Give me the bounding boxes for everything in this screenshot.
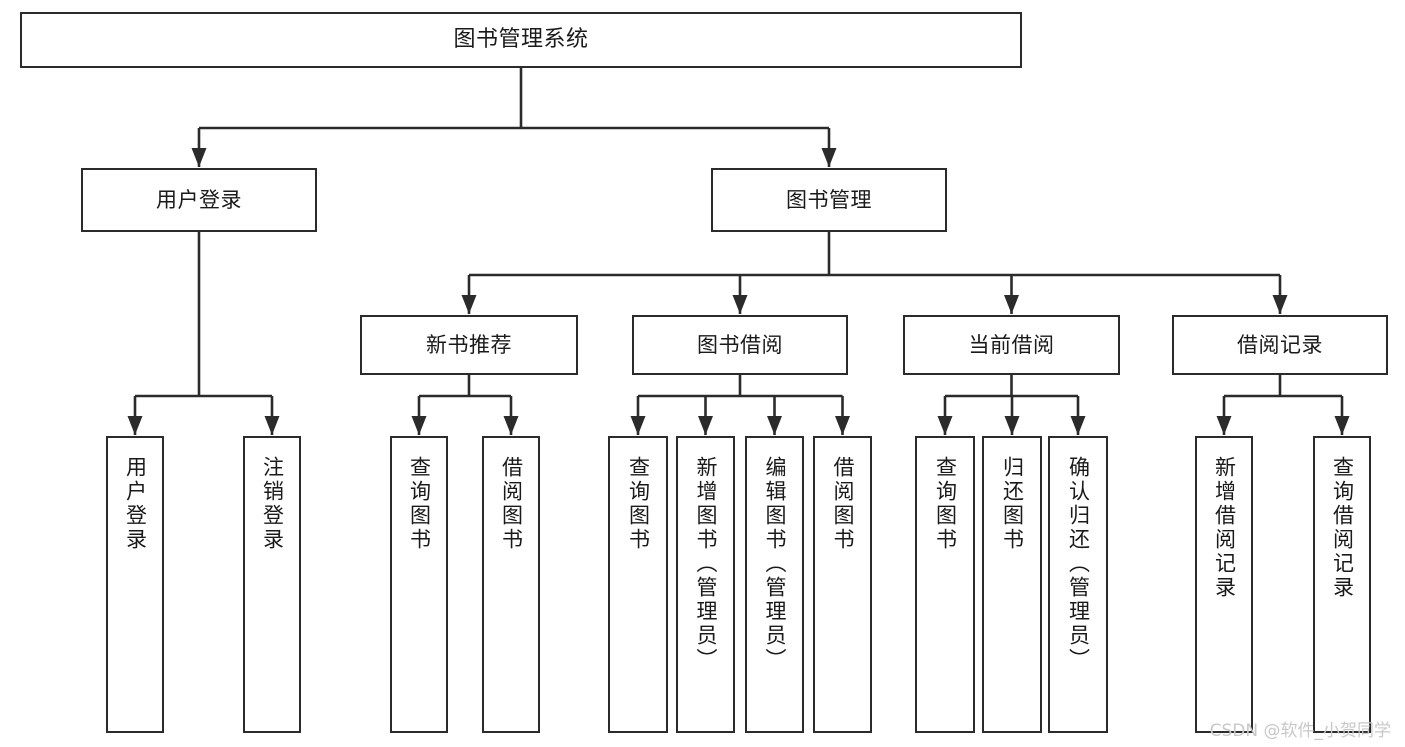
arrowhead	[937, 416, 953, 435]
watermark: CSDN @软件_小贺同学	[1209, 721, 1391, 741]
node-label: 新增图书（管理员）	[694, 456, 718, 672]
node-l3-e2[interactable]: 查询借阅记录	[1313, 436, 1371, 733]
node-label: 图书借阅	[697, 332, 783, 357]
node-l3-a1[interactable]: 用户登录	[106, 436, 164, 733]
arrowhead	[767, 416, 782, 435]
arrowhead	[835, 416, 850, 435]
node-l3-d1[interactable]: 查询图书	[915, 436, 975, 733]
node-l2-current[interactable]: 当前借阅	[903, 315, 1120, 375]
node-root[interactable]: 图书管理系统	[20, 12, 1022, 68]
arrowhead	[127, 416, 143, 435]
arrowhead	[461, 295, 477, 314]
node-label: 借阅图书	[499, 456, 524, 552]
arrowhead	[630, 416, 646, 435]
node-l3-c1[interactable]: 查询图书	[608, 436, 668, 733]
node-l3-b1[interactable]: 查询图书	[390, 436, 448, 733]
node-label: 新增借阅记录	[1212, 456, 1237, 600]
arrowhead	[1272, 295, 1288, 314]
node-l3-c4[interactable]: 借阅图书	[813, 436, 872, 733]
node-label: 查询图书	[933, 456, 958, 552]
node-label: 借阅图书	[831, 456, 855, 552]
arrowhead	[503, 416, 519, 435]
node-l3-c3[interactable]: 编辑图书（管理员）	[745, 436, 804, 733]
node-l3-c2[interactable]: 新增图书（管理员）	[676, 436, 735, 733]
arrowhead	[698, 416, 713, 435]
node-label: 借阅记录	[1237, 332, 1323, 357]
node-l3-d2[interactable]: 归还图书	[982, 436, 1042, 733]
node-label: 确认归还（管理员）	[1066, 456, 1091, 672]
node-l2-borrow[interactable]: 图书借阅	[632, 315, 848, 375]
arrowhead	[191, 148, 207, 167]
node-label: 当前借阅	[968, 332, 1055, 357]
node-l2-new[interactable]: 新书推荐	[360, 315, 578, 375]
node-label: 归还图书	[1000, 456, 1025, 552]
arrowhead	[821, 148, 837, 167]
arrowhead	[264, 416, 280, 435]
arrowhead	[1004, 295, 1019, 314]
node-label: 查询图书	[407, 456, 432, 552]
arrowhead	[1334, 416, 1350, 435]
node-l3-e1[interactable]: 新增借阅记录	[1195, 436, 1253, 733]
node-label: 查询图书	[626, 456, 651, 552]
node-l1-login[interactable]: 用户登录	[81, 168, 317, 232]
node-label: 编辑图书（管理员）	[763, 456, 787, 672]
node-label: 用户登录	[123, 456, 148, 552]
arrowhead	[1216, 416, 1232, 435]
node-label: 图书管理系统	[453, 27, 589, 53]
node-label: 注销登录	[260, 456, 285, 552]
node-l3-d3[interactable]: 确认归还（管理员）	[1048, 436, 1108, 733]
node-l3-b2[interactable]: 借阅图书	[482, 436, 540, 733]
node-l2-record[interactable]: 借阅记录	[1172, 315, 1388, 375]
node-l1-manage[interactable]: 图书管理	[711, 168, 947, 232]
node-label: 用户登录	[156, 187, 242, 212]
node-label: 新书推荐	[426, 332, 512, 357]
arrowhead	[411, 416, 427, 435]
node-l3-a2[interactable]: 注销登录	[243, 436, 301, 733]
arrowhead	[732, 295, 748, 314]
arrowhead	[1004, 416, 1020, 435]
node-label: 图书管理	[786, 187, 872, 212]
node-label: 查询借阅记录	[1330, 456, 1355, 600]
arrowhead	[1070, 416, 1086, 435]
